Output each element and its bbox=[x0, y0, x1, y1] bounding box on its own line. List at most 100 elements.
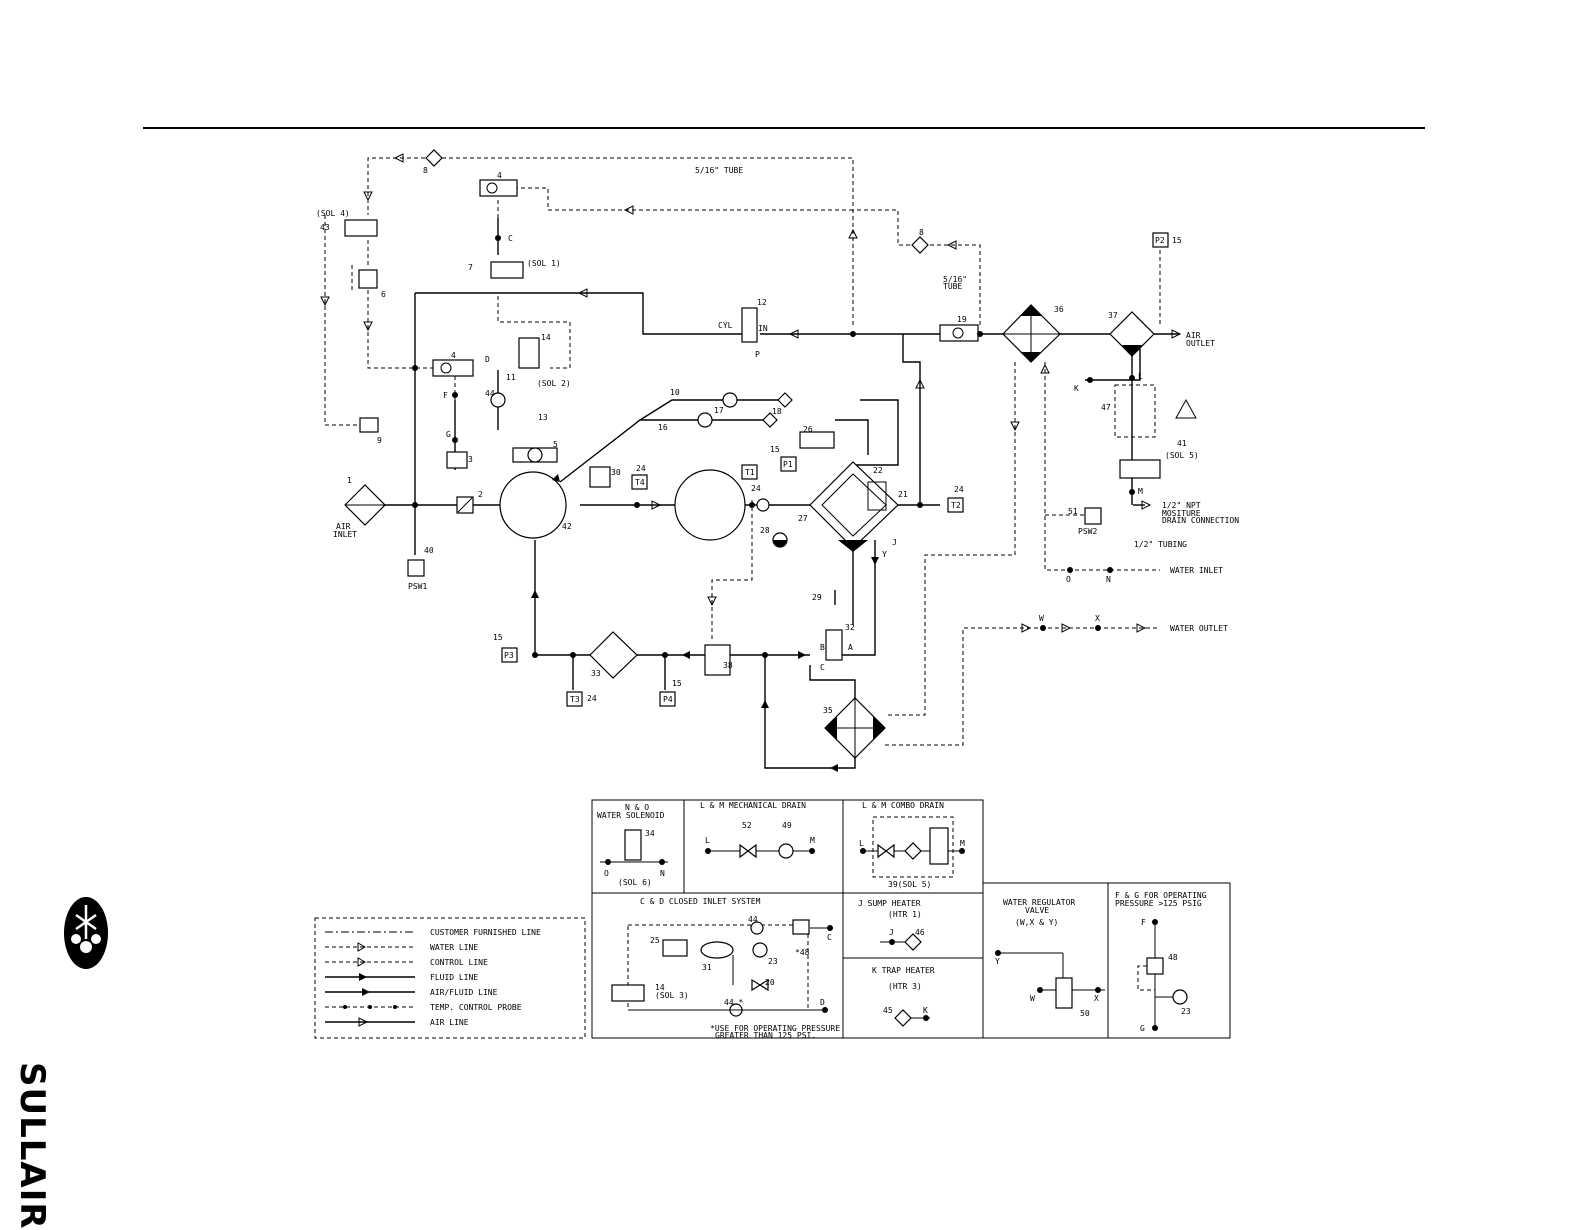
svg-text:20: 20 bbox=[765, 978, 775, 987]
svg-text:14: 14 bbox=[541, 333, 551, 342]
svg-text:37: 37 bbox=[1108, 311, 1118, 320]
svg-text:15: 15 bbox=[770, 445, 780, 454]
svg-text:C: C bbox=[508, 234, 513, 243]
svg-text:24: 24 bbox=[751, 484, 761, 493]
svg-text:*USE FOR OPERATING PRESSURE: *USE FOR OPERATING PRESSURE bbox=[710, 1024, 840, 1033]
svg-text:1: 1 bbox=[347, 476, 352, 485]
legend-label-3: FLUID LINE bbox=[430, 973, 478, 982]
pressure-switch-26 bbox=[799, 431, 835, 449]
svg-text:11: 11 bbox=[506, 373, 516, 382]
svg-text:B: B bbox=[820, 643, 825, 652]
svg-text:T1: T1 bbox=[745, 468, 755, 477]
svg-text:47: 47 bbox=[1101, 403, 1111, 412]
svg-text:L: L bbox=[859, 839, 864, 848]
svg-text:17: 17 bbox=[714, 406, 724, 415]
svg-text:(SOL 1): (SOL 1) bbox=[527, 259, 561, 268]
svg-text:C: C bbox=[827, 933, 832, 942]
svg-text:MOSITURE: MOSITURE bbox=[1162, 509, 1201, 518]
svg-text:(W,X & Y): (W,X & Y) bbox=[1015, 918, 1058, 927]
svg-text:WATER OUTLET: WATER OUTLET bbox=[1170, 624, 1228, 633]
svg-text:P4: P4 bbox=[663, 695, 673, 704]
svg-text:J SUMP HEATER: J SUMP HEATER bbox=[858, 899, 921, 908]
svg-text:28: 28 bbox=[760, 526, 770, 535]
svg-text:K: K bbox=[923, 1006, 928, 1015]
filter-8-right bbox=[911, 236, 929, 254]
svg-text:19: 19 bbox=[957, 315, 967, 324]
svg-text:43: 43 bbox=[320, 223, 330, 232]
svg-text:VALVE: VALVE bbox=[1025, 906, 1049, 915]
oil-cooler-35 bbox=[824, 697, 886, 759]
svg-text:L & M MECHANICAL DRAIN: L & M MECHANICAL DRAIN bbox=[700, 801, 806, 810]
svg-text:31: 31 bbox=[702, 963, 712, 972]
legend: CUSTOMER FURNISHED LINE WATER LINE CONTR… bbox=[314, 917, 586, 1039]
svg-text:F: F bbox=[443, 391, 448, 400]
pressure-switch-psw2 bbox=[1084, 507, 1102, 525]
svg-text:W: W bbox=[1039, 614, 1044, 623]
svg-text:23: 23 bbox=[1181, 1007, 1191, 1016]
svg-text:24: 24 bbox=[954, 485, 964, 494]
legend-label-0: CUSTOMER FURNISHED LINE bbox=[430, 928, 541, 937]
sullair-logo-icon bbox=[64, 897, 108, 969]
svg-text:29: 29 bbox=[812, 593, 822, 602]
svg-text:WATER INLET: WATER INLET bbox=[1170, 566, 1223, 575]
svg-text:IN: IN bbox=[758, 324, 768, 333]
svg-text:F & G FOR OPERATING: F & G FOR OPERATING bbox=[1115, 891, 1207, 900]
svg-text:23: 23 bbox=[768, 957, 778, 966]
svg-text:Y: Y bbox=[882, 550, 887, 559]
svg-text:TUBE: TUBE bbox=[943, 282, 962, 291]
svg-text:P: P bbox=[755, 350, 760, 359]
shuttle-valve-4-top bbox=[479, 179, 518, 197]
check-valve-44 bbox=[490, 392, 506, 408]
svg-text:N & O: N & O bbox=[625, 803, 649, 812]
svg-text:1/2" NPT: 1/2" NPT bbox=[1162, 501, 1201, 510]
svg-text:WATER REGULATOR: WATER REGULATOR bbox=[1003, 898, 1075, 907]
compressor-42 bbox=[499, 471, 567, 539]
svg-text:9: 9 bbox=[377, 436, 382, 445]
svg-text:35: 35 bbox=[823, 706, 833, 715]
svg-text:2: 2 bbox=[478, 490, 483, 499]
note-triangle-icon bbox=[1175, 398, 1197, 419]
svg-text:16: 16 bbox=[658, 423, 668, 432]
filter-18b bbox=[762, 412, 778, 428]
svg-text:18: 18 bbox=[772, 407, 782, 416]
svg-text:PSW1: PSW1 bbox=[408, 582, 427, 591]
svg-text:(SOL 3): (SOL 3) bbox=[655, 991, 689, 1000]
sensors bbox=[501, 232, 1169, 707]
svg-text:F: F bbox=[1141, 918, 1146, 927]
svg-text:34: 34 bbox=[645, 829, 655, 838]
svg-text:DRAIN CONNECTION: DRAIN CONNECTION bbox=[1162, 516, 1239, 525]
check-valve-19 bbox=[939, 324, 979, 342]
svg-text:P2: P2 bbox=[1155, 236, 1165, 245]
regulator-9 bbox=[359, 417, 379, 433]
svg-text:15: 15 bbox=[672, 679, 682, 688]
svg-text:T2: T2 bbox=[951, 501, 961, 510]
svg-text:15: 15 bbox=[493, 633, 503, 642]
svg-text:(HTR 1): (HTR 1) bbox=[888, 910, 922, 919]
air-fluid-lines bbox=[363, 218, 1180, 769]
svg-text:50: 50 bbox=[1080, 1009, 1090, 1018]
valve-38 bbox=[704, 644, 731, 676]
svg-text:10: 10 bbox=[670, 388, 680, 397]
separator-tank bbox=[674, 469, 746, 541]
svg-text:22: 22 bbox=[873, 466, 883, 475]
svg-text:N: N bbox=[660, 869, 665, 878]
filter-18a bbox=[777, 392, 793, 408]
svg-text:8: 8 bbox=[919, 228, 924, 237]
svg-text:4: 4 bbox=[497, 171, 502, 180]
svg-text:40: 40 bbox=[424, 546, 434, 555]
thermal-valve-30 bbox=[589, 466, 611, 488]
svg-text:PSW2: PSW2 bbox=[1078, 527, 1097, 536]
svg-text:30: 30 bbox=[611, 468, 621, 477]
svg-text:42: 42 bbox=[562, 522, 572, 531]
regulator-6 bbox=[358, 269, 378, 289]
svg-text:O: O bbox=[1066, 575, 1071, 584]
svg-text:24: 24 bbox=[636, 464, 646, 473]
brand-wordmark: SULLAIR bbox=[12, 1062, 52, 1230]
svg-text:K: K bbox=[1074, 384, 1079, 393]
svg-text:26: 26 bbox=[803, 425, 813, 434]
svg-text:T4: T4 bbox=[635, 478, 645, 487]
svg-text:L: L bbox=[1138, 372, 1143, 381]
svg-text:(HTR 3): (HTR 3) bbox=[888, 982, 922, 991]
svg-text:48: 48 bbox=[1168, 953, 1178, 962]
